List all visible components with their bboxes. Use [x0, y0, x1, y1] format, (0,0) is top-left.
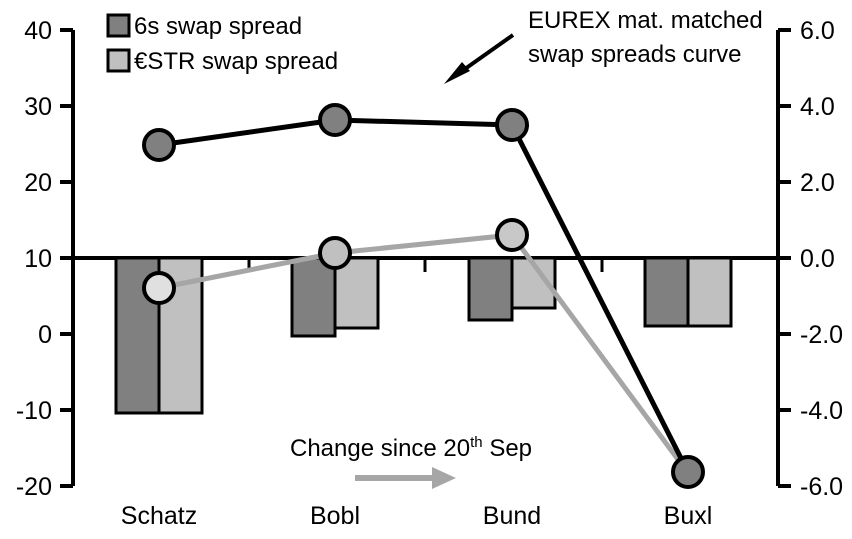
category-label-schatz: Schatz [121, 502, 197, 530]
category-label-bund: Bund [483, 502, 541, 530]
bar-estr-bund [510, 256, 557, 310]
gray-change-line [142, 218, 691, 475]
legend-label-6s: 6s swap spread [134, 13, 302, 40]
gray-marker-bobl [318, 236, 352, 270]
category-label-bobl: Bobl [310, 502, 360, 530]
bar-group-bobl [290, 256, 380, 338]
left-tick-label-40: 40 [24, 17, 52, 45]
eurex-marker-bobl [318, 103, 352, 137]
bar-group-bund [467, 256, 557, 322]
change-since-annotation: Change since 20th Sep [290, 434, 532, 489]
change-since-arrow-icon [355, 467, 456, 489]
change-since-superscript: th [470, 434, 483, 451]
right-tick-label-neg4: -4.0 [800, 397, 843, 425]
left-tick-label-10: 10 [24, 245, 52, 273]
right-tick-label-neg2: -2.0 [800, 321, 843, 349]
right-tick-label-0: 0.0 [800, 245, 835, 273]
left-axis: 40 30 20 10 0 -10 -20 [16, 17, 75, 501]
left-tick-label-30: 30 [24, 93, 52, 121]
eurex-marker-bund [495, 108, 529, 142]
gray-marker-bund [495, 218, 529, 252]
legend: 6s swap spread €STR swap spread [106, 13, 338, 75]
left-tick-label-20: 20 [24, 169, 52, 197]
eurex-curve-line [142, 103, 705, 489]
eurex-marker-schatz [142, 128, 176, 162]
eurex-callout-line2: swap spreads curve [528, 41, 741, 68]
bar-6s-schatz [114, 256, 161, 415]
legend-swatch-6s [106, 13, 131, 38]
category-labels: Schatz Bobl Bund Buxl [121, 502, 713, 530]
legend-swatch-estr [106, 48, 131, 73]
category-label-buxl: Buxl [664, 502, 713, 530]
legend-label-estr: €STR swap spread [134, 48, 338, 75]
bar-estr-bobl [333, 256, 380, 330]
right-tick-label-4: 4.0 [800, 93, 835, 121]
eurex-callout-line1: EUREX mat. matched [528, 7, 763, 34]
right-tick-label-6: 6.0 [800, 17, 835, 45]
right-tick-label-neg6: -6.0 [800, 473, 843, 501]
left-tick-label-0: 0 [38, 321, 52, 349]
bar-6s-bobl [290, 256, 337, 338]
gray-marker-schatz [142, 271, 176, 305]
right-axis: 6.0 4.0 2.0 0.0 -2.0 -4.0 -6.0 [776, 17, 843, 501]
eurex-callout: EUREX mat. matched swap spreads curve [444, 7, 763, 84]
eurex-marker-buxl [671, 455, 705, 489]
change-since-tail: Sep [483, 435, 532, 462]
bar-6s-buxl [643, 256, 690, 328]
bar-estr-buxl [686, 256, 733, 328]
left-tick-label-neg20: -20 [16, 473, 52, 501]
eurex-callout-arrow-icon [444, 33, 515, 84]
bar-group-buxl [643, 256, 733, 328]
change-since-text: Change since 20th Sep [290, 434, 532, 462]
bar-6s-bund [467, 256, 514, 322]
change-since-main: Change since 20 [290, 435, 470, 462]
right-tick-label-2: 2.0 [800, 169, 835, 197]
left-tick-label-neg10: -10 [16, 397, 52, 425]
